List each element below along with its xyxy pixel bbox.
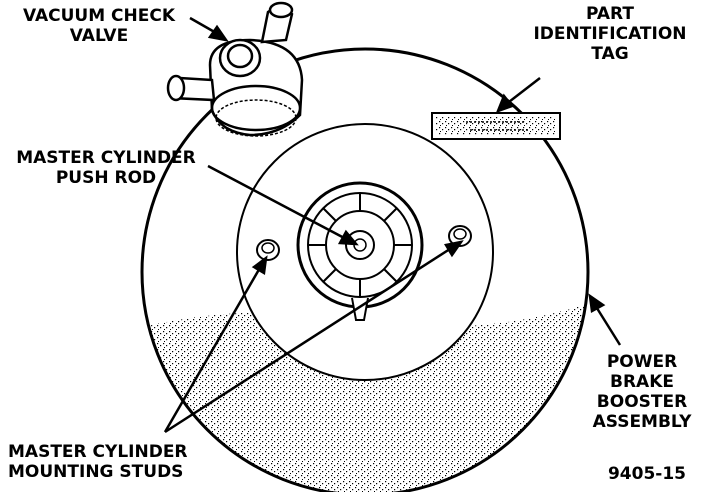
vacuum-check-valve	[166, 1, 304, 137]
master-cylinder-push-rod-label: MASTER CYLINDER PUSH ROD	[16, 148, 196, 188]
part-identification-tag	[431, 112, 561, 140]
leader-lines	[163, 16, 622, 434]
part-identification-tag-label: PART IDENTIFICATION TAG	[533, 4, 687, 64]
mounting-studs-label: MASTER CYLINDER MOUNTING STUDS	[8, 442, 188, 482]
power-brake-booster-label: POWER BRAKE BOOSTER ASSEMBLY	[592, 352, 692, 432]
mounting-stud-left	[256, 239, 280, 261]
figure-number: 9405-15	[607, 464, 686, 484]
vacuum-check-valve-label: VACUUM CHECK VALVE	[22, 6, 176, 46]
mounting-stud-right	[448, 225, 472, 247]
booster-shell	[140, 47, 590, 492]
